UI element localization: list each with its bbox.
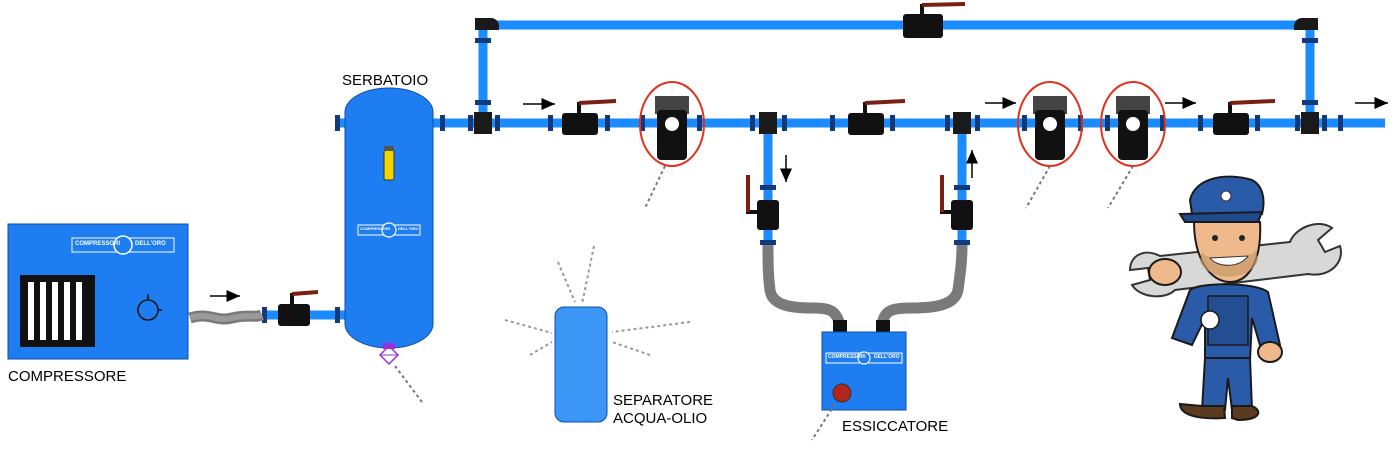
brand-plate-tank-left: COMPRESSORI	[360, 226, 391, 231]
mechanic-with-wrench-icon	[1128, 175, 1342, 422]
label-separatore-line2: ACQUA-OLIO	[613, 410, 708, 427]
pipe-couplers	[262, 38, 1343, 323]
filter-2	[1017, 81, 1083, 209]
ball-valve-dryer-out	[940, 175, 973, 230]
ball-valve-dryer-in	[746, 175, 779, 230]
dryer-essiccatore	[811, 320, 907, 441]
brand-plate-compressor-right: DELL'ORO	[135, 241, 166, 247]
ball-valve-bypass-main	[848, 99, 906, 135]
compressor	[7, 223, 189, 360]
brand-plate-tank-right: DELL'ORO	[398, 226, 419, 231]
label-serbatoio: SERBATOIO	[342, 72, 429, 89]
flow-arrows	[210, 97, 1388, 302]
ball-valve-bypass-top	[903, 2, 966, 38]
brand-plate-dryer-left: COMPRESSORI	[828, 354, 866, 360]
water-oil-separator	[504, 245, 691, 423]
dell-oro-logo-icon	[381, 222, 397, 238]
brand-plate-compressor-left: COMPRESSORI	[75, 241, 121, 247]
filter-3	[1100, 81, 1166, 209]
hose-inner	[189, 312, 264, 322]
label-compressore: COMPRESSORE	[8, 368, 127, 385]
ball-valve-compressor	[278, 290, 319, 326]
dell-oro-logo-icon	[113, 235, 133, 255]
dell-oro-logo-icon	[1200, 310, 1220, 330]
ball-valve-main-1	[562, 99, 617, 135]
brand-plate-dryer-right: DELL'ORO	[874, 354, 900, 360]
ball-valve-main-2	[1213, 99, 1276, 135]
label-essiccatore: ESSICCATORE	[842, 418, 949, 435]
filter-1	[639, 81, 705, 209]
label-separatore-line1: SEPARATORE	[613, 392, 714, 409]
tank-serbatoio	[344, 87, 434, 403]
dell-oro-logo-icon	[857, 351, 871, 365]
bypass-elbows	[474, 18, 1319, 134]
